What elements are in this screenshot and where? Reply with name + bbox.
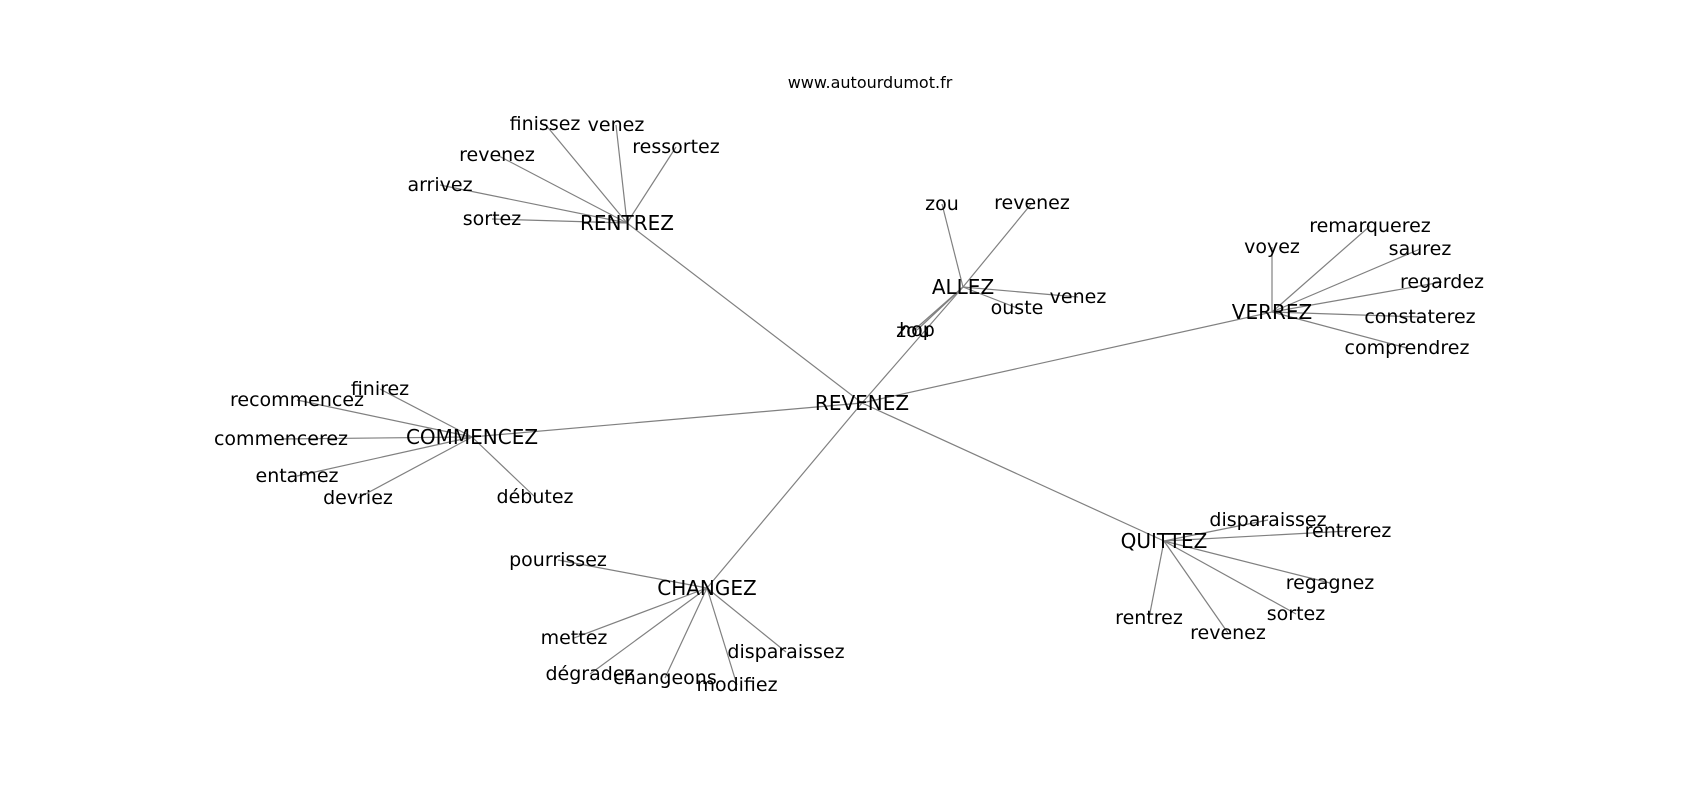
- edge-hub-to-leaf: [615, 124, 628, 224]
- hub-node: VERREZ: [1232, 300, 1312, 324]
- edge-hub-to-leaf: [1163, 540, 1331, 584]
- edge-hub-to-leaf: [706, 587, 787, 653]
- leaf-node: finirez: [351, 378, 409, 400]
- leaf-node: regardez: [1400, 271, 1484, 293]
- edge-hub-to-leaf: [1271, 248, 1421, 313]
- leaf-node: sortez: [1267, 603, 1325, 625]
- edge-hub-to-leaf: [1271, 311, 1408, 349]
- edge-hub-to-leaf: [1148, 540, 1165, 619]
- leaf-node: dégradez: [546, 663, 635, 685]
- edge-hub-to-leaf: [626, 146, 677, 224]
- leaf-node: zou: [896, 320, 930, 342]
- edge-root-to-hub: [471, 402, 863, 438]
- leaf-node: remarquerez: [1309, 215, 1431, 237]
- edge-root-to-hub: [861, 402, 1165, 542]
- edge-hub-to-leaf: [379, 388, 473, 438]
- edge-hub-to-leaf: [296, 436, 473, 477]
- edge-hub-to-leaf: [962, 202, 1033, 288]
- leaf-node: disparaissez: [727, 641, 844, 663]
- edge-hub-to-leaf: [962, 286, 1079, 298]
- edge-hub-to-leaf: [296, 399, 473, 438]
- leaf-node: finissez: [510, 113, 581, 135]
- edge-hub-to-leaf: [962, 286, 1018, 309]
- edge-hub-to-leaf: [1163, 540, 1229, 634]
- leaf-node: débutez: [497, 486, 574, 508]
- leaf-node: mettez: [541, 627, 608, 649]
- hub-node: ALLEZ: [932, 275, 994, 299]
- leaf-node: rentrerez: [1305, 520, 1392, 542]
- leaf-node: voyez: [1244, 236, 1300, 258]
- edge-hub-to-leaf: [439, 184, 628, 224]
- leaf-node: zou: [925, 193, 959, 215]
- edge-hub-to-leaf: [1163, 540, 1297, 615]
- hub-node: CHANGEZ: [657, 576, 756, 600]
- edge-hub-to-leaf: [496, 154, 628, 224]
- edge-hub-to-leaf: [1163, 519, 1269, 542]
- edge-hub-to-leaf: [544, 123, 628, 224]
- hub-node: QUITTEZ: [1121, 529, 1208, 553]
- edge-root-to-hub: [861, 311, 1273, 404]
- edge-hub-to-leaf: [471, 436, 536, 498]
- hub-node: RENTREZ: [580, 211, 674, 235]
- edge-hub-to-leaf: [912, 286, 964, 332]
- edge-hub-to-leaf: [589, 587, 708, 675]
- leaf-node: revenez: [994, 192, 1070, 214]
- leaf-node: saurez: [1389, 238, 1452, 260]
- edge-hub-to-leaf: [357, 436, 473, 499]
- edge-hub-to-leaf: [491, 218, 628, 224]
- leaf-node: hop: [899, 319, 935, 341]
- leaf-node: arrivez: [407, 174, 472, 196]
- edge-hub-to-leaf: [1271, 225, 1371, 313]
- leaf-node: commencerez: [214, 428, 348, 450]
- edge-root-to-hub: [861, 286, 964, 404]
- leaf-node: constaterez: [1364, 306, 1475, 328]
- leaf-node: venez: [1050, 286, 1107, 308]
- leaf-node: pourrissez: [509, 549, 607, 571]
- edge-hub-to-leaf: [573, 587, 708, 639]
- edge-hub-to-leaf: [706, 587, 738, 686]
- leaf-node: entamez: [256, 465, 339, 487]
- leaf-node: revenez: [1190, 622, 1266, 644]
- leaf-node: sortez: [463, 208, 521, 230]
- leaf-node: comprendrez: [1345, 337, 1470, 359]
- leaf-node: venez: [588, 114, 645, 136]
- root-node: REVENEZ: [815, 391, 909, 415]
- leaf-node: regagnez: [1286, 572, 1375, 594]
- leaf-node: recommencez: [230, 389, 364, 411]
- edge-hub-to-leaf: [664, 587, 708, 679]
- edge-hub-to-leaf: [941, 203, 964, 288]
- leaf-node: modifiez: [696, 674, 777, 696]
- edge-hub-to-leaf: [1271, 311, 1421, 318]
- edge-root-to-hub: [626, 222, 863, 404]
- leaf-node: rentrez: [1115, 607, 1183, 629]
- leaf-node: ressortez: [632, 136, 719, 158]
- site-label[interactable]: www.autourdumot.fr: [788, 73, 953, 92]
- leaf-node: devriez: [323, 487, 393, 509]
- edge-root-to-hub: [706, 402, 863, 589]
- leaf-node: disparaissez: [1209, 509, 1326, 531]
- edge-hub-to-leaf: [1163, 530, 1349, 542]
- leaf-node: revenez: [459, 144, 535, 166]
- edge-hub-to-leaf: [280, 436, 473, 440]
- edge-hub-to-leaf: [557, 559, 708, 589]
- hub-node: COMMENCEZ: [406, 425, 538, 449]
- edges-layer: [280, 123, 1443, 686]
- leaf-node: changeons: [613, 667, 717, 689]
- leaf-node: ouste: [991, 297, 1044, 319]
- edge-hub-to-leaf: [1271, 281, 1443, 313]
